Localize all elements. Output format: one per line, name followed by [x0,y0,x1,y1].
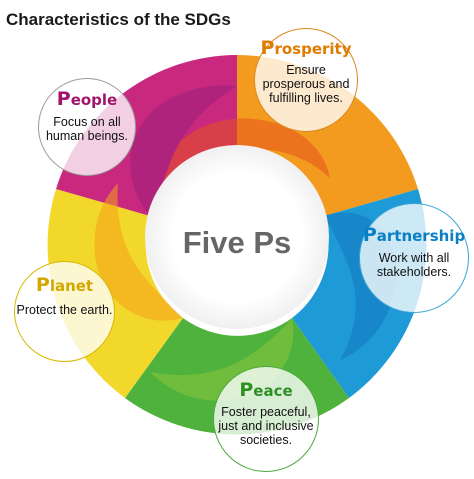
bubble-peace-description: Foster peaceful, just and inclusive soci… [218,405,314,447]
bubble-peace-heading: Peace [239,379,293,401]
bubble-partnership: Partnership Work with all stakeholders. [359,203,469,313]
bubble-planet-description: Protect the earth. [16,303,113,317]
diagram-title: Characteristics of the SDGs [6,10,231,29]
bubble-prosperity-heading: Prosperity [260,37,352,59]
center-hub [145,145,329,329]
bubble-peace: Peace Foster peaceful, just and inclusiv… [213,366,319,472]
bubble-prosperity: Prosperity Ensure prosperous and fulfill… [254,28,358,132]
bubble-prosperity-description: Ensure prosperous and fulfilling lives. [262,63,350,105]
bubble-partnership-heading: Partnership [362,224,466,246]
bubble-people-description: Focus on all human beings. [45,115,128,143]
bubble-people: People Focus on all human beings. [38,78,136,176]
bubble-planet: Planet Protect the earth. [14,261,115,362]
bubble-people-heading: People [56,88,118,110]
bubble-planet-heading: Planet [35,274,94,296]
bubble-partnership-description: Work with all stakeholders. [376,251,452,279]
center-label: Five Ps [182,225,292,260]
swirl-overlays [94,85,397,401]
